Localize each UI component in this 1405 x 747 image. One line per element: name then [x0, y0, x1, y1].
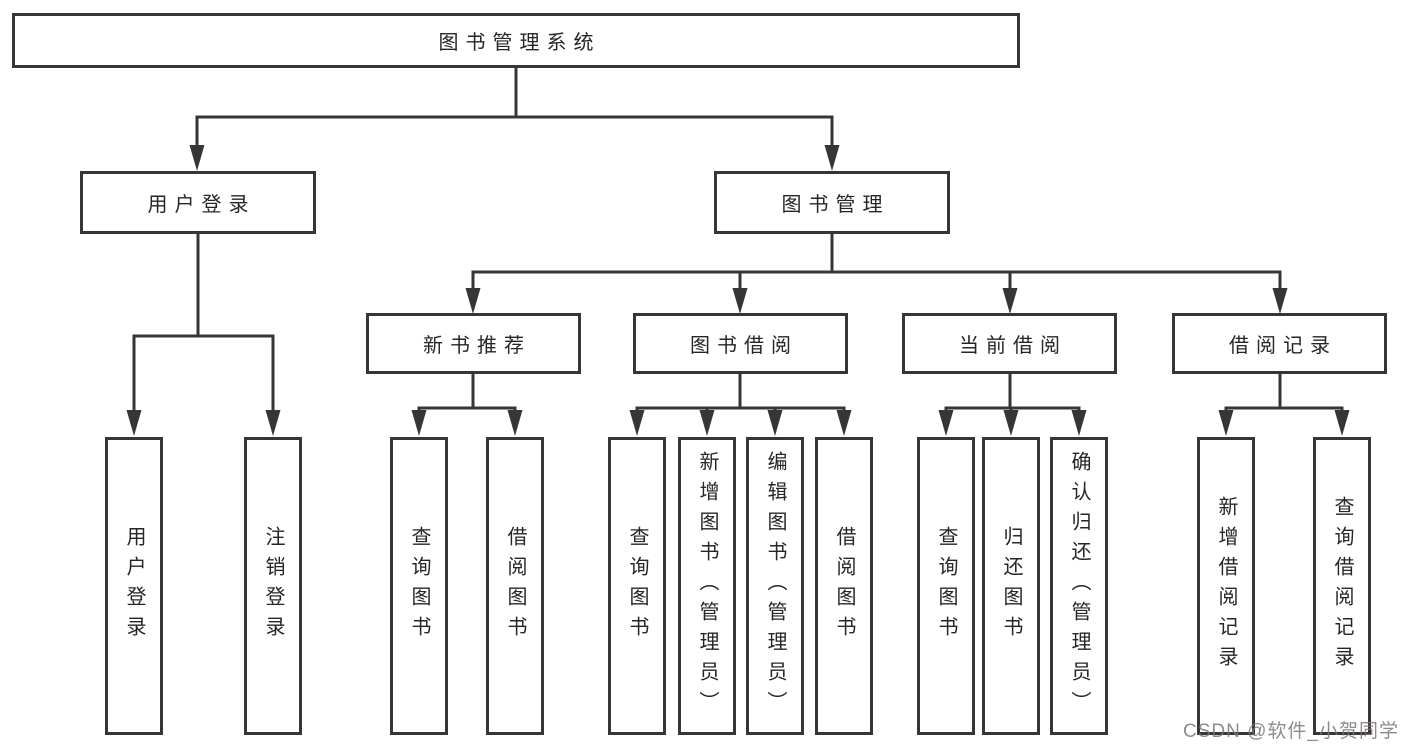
- node-label: 用户登录: [147, 194, 256, 216]
- leaf-add-borrow-record: 新增借阅记录: [1197, 437, 1255, 735]
- node-label: 借阅图书: [833, 526, 855, 646]
- node-label: 查询图书: [626, 526, 648, 646]
- node-label: 图书管理系统: [438, 32, 601, 54]
- node-label: 新增借阅记录: [1215, 496, 1237, 676]
- node-borrowing-records: 借阅记录: [1172, 313, 1387, 374]
- leaf-borrow-books: 借阅图书: [486, 437, 544, 735]
- leaf-borrow-books: 借阅图书: [815, 437, 873, 735]
- node-label: 借阅图书: [504, 526, 526, 646]
- node-label: 当前借阅: [959, 335, 1067, 357]
- node-user-login: 用户登录: [80, 171, 316, 234]
- node-label: 查询图书: [935, 526, 957, 646]
- leaf-logout: 注销登录: [244, 437, 302, 735]
- node-label: 确认归还（管理员）: [1068, 451, 1090, 721]
- leaf-query-books: 查询图书: [390, 437, 448, 735]
- node-label: 查询图书: [408, 526, 430, 646]
- leaf-confirm-return-admin: 确认归还（管理员）: [1050, 437, 1108, 735]
- node-new-book-recommendation: 新书推荐: [366, 313, 581, 374]
- node-label: 用户登录: [123, 526, 145, 646]
- leaf-query-books: 查询图书: [608, 437, 666, 735]
- leaf-edit-books-admin: 编辑图书（管理员）: [746, 437, 804, 735]
- csdn-watermark: CSDN @软件_小贺同学: [1183, 721, 1399, 742]
- leaf-query-borrow-record: 查询借阅记录: [1313, 437, 1371, 735]
- node-library-management-system: 图书管理系统: [12, 13, 1020, 68]
- node-label: 图书管理: [781, 194, 890, 216]
- node-label: 图书借阅: [690, 335, 798, 357]
- leaf-query-books: 查询图书: [917, 437, 975, 735]
- node-label: 借阅记录: [1229, 335, 1337, 357]
- leaf-add-books-admin: 新增图书（管理员）: [678, 437, 736, 735]
- node-label: 查询借阅记录: [1331, 496, 1353, 676]
- leaf-user-login: 用户登录: [105, 437, 163, 735]
- node-book-management: 图书管理: [714, 171, 950, 234]
- node-book-borrowing: 图书借阅: [633, 313, 848, 374]
- leaf-return-books: 归还图书: [982, 437, 1040, 735]
- node-label: 注销登录: [262, 526, 284, 646]
- node-label: 归还图书: [1000, 526, 1022, 646]
- node-label: 新书推荐: [423, 335, 531, 357]
- node-label: 新增图书（管理员）: [696, 451, 718, 721]
- node-label: 编辑图书（管理员）: [764, 451, 786, 721]
- arrowheads: [126, 145, 1350, 436]
- node-current-borrowing: 当前借阅: [902, 313, 1117, 374]
